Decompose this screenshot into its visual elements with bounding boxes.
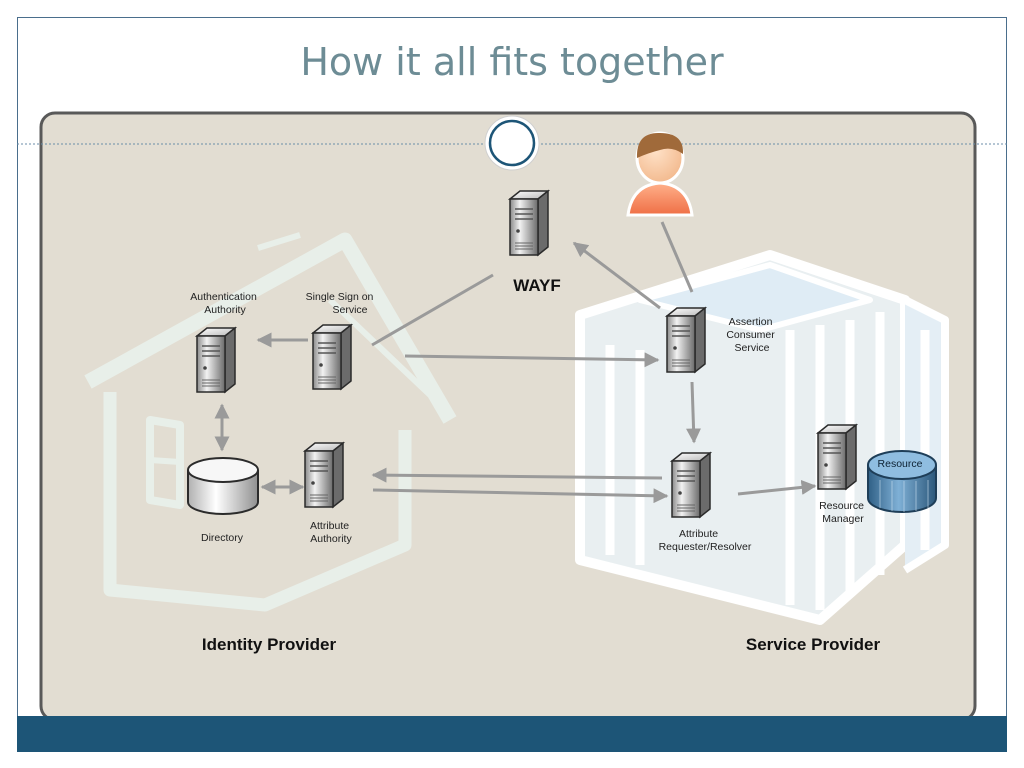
resource-manager-label: Resource Manager <box>819 500 867 525</box>
database-icon <box>187 457 259 515</box>
arrow-aa-arr <box>372 488 669 504</box>
arrow-acs-wayf <box>572 241 661 310</box>
wayf-label: WAYF <box>513 276 561 295</box>
page-title: How it all fits together <box>300 40 724 84</box>
service-provider-label: Service Provider <box>746 635 881 654</box>
server-icon <box>304 442 344 508</box>
server-icon <box>509 190 549 256</box>
server-icon <box>666 307 706 373</box>
resource-database-icon <box>867 450 937 513</box>
arrow-arr-rm <box>737 479 817 496</box>
attribute-authority-label: Attribute Authority <box>310 520 352 545</box>
attribute-requester-resolver-label: Attribute Requester/Resolver <box>659 528 752 553</box>
arrow-user-acs <box>660 221 694 293</box>
server-icon <box>196 327 236 393</box>
resource-label: Resource <box>878 458 923 470</box>
connections <box>214 221 817 504</box>
user-icon <box>626 131 694 217</box>
ring-ornament <box>484 115 540 171</box>
footer-bar <box>17 716 1007 752</box>
server-icon <box>671 452 711 518</box>
assertion-consumer-service-label: Assertion Consumer Service <box>726 316 777 354</box>
arrow-wayf-sso <box>371 273 494 347</box>
server-icon <box>312 324 352 390</box>
arrow-arr-aa <box>371 467 663 483</box>
identity-provider-label: Identity Provider <box>202 635 337 654</box>
house-icon <box>84 232 457 612</box>
arrow-sso-acs <box>404 352 660 368</box>
authentication-authority-label: Authentication Authority <box>190 291 259 316</box>
single-sign-on-service-label: Single Sign on Service <box>306 291 377 316</box>
directory-label: Directory <box>201 532 244 544</box>
server-icon <box>817 424 857 490</box>
arrow-acs-arr <box>686 381 702 444</box>
